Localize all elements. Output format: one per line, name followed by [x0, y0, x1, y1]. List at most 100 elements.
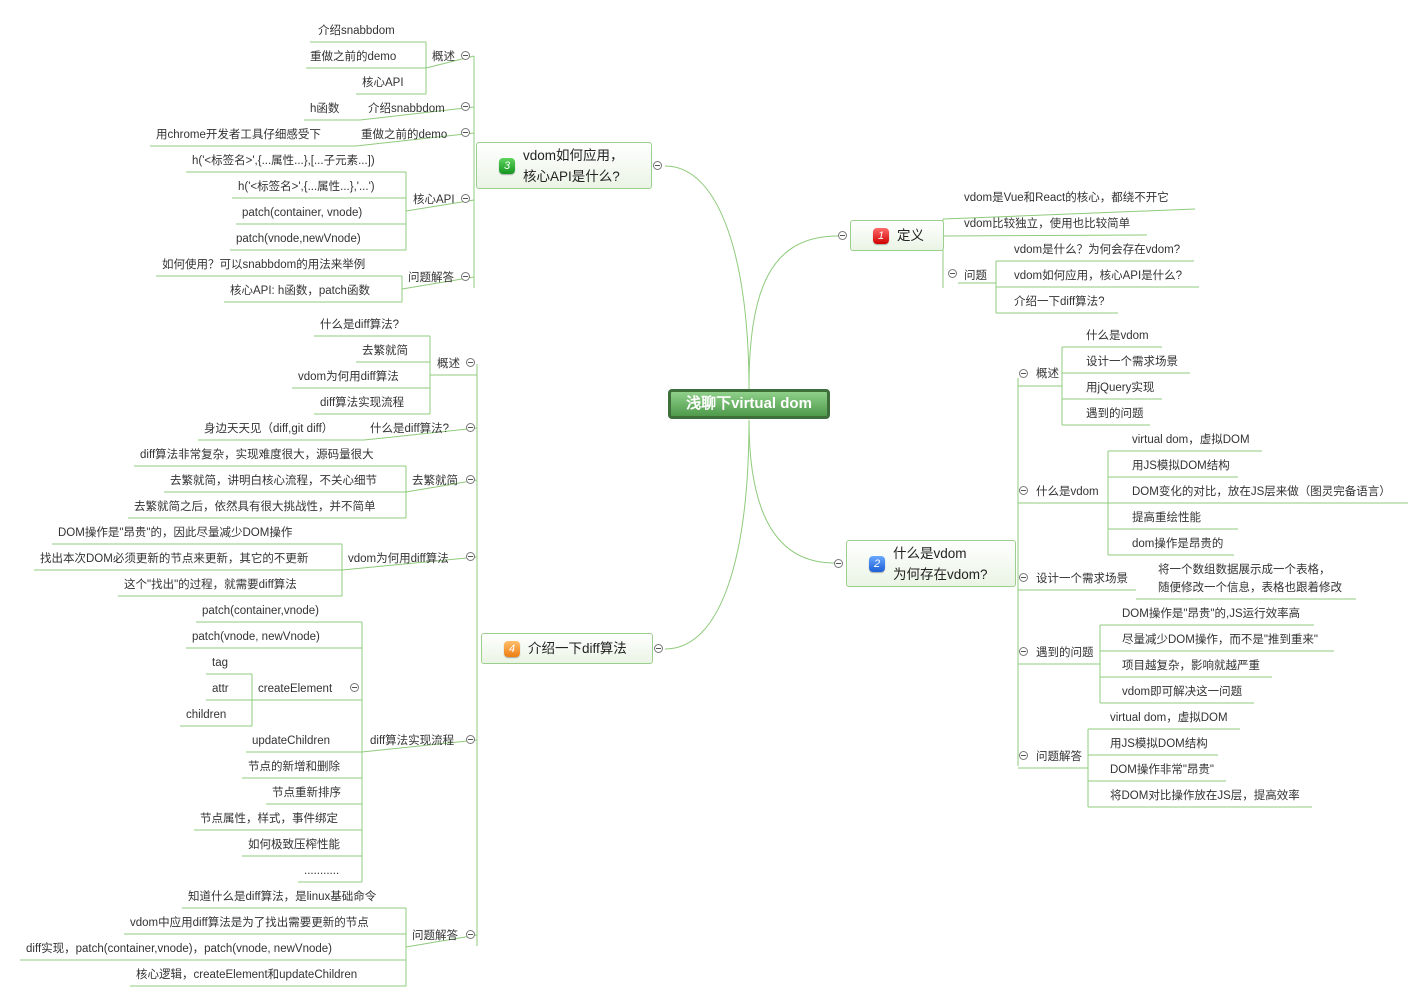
api-intro-child: h函数	[310, 103, 340, 115]
vdom-overview-item: 遇到的问题	[1086, 408, 1144, 420]
diff-flow-create-item: attr	[212, 683, 229, 695]
diff-overview-item: vdom为何用diff算法	[298, 371, 399, 383]
branch-diff[interactable]: 4 介绍一下diff算法	[481, 633, 653, 664]
diff-overview-label: 概述	[437, 358, 460, 370]
definition-item: vdom是Vue和React的核心，都绕不开它	[964, 192, 1169, 204]
diff-flow-item: ...........	[304, 865, 340, 877]
diff-qa-label: 问题解答	[412, 930, 458, 942]
diff-flow-item: 节点重新排序	[272, 787, 341, 799]
api-qa-item: 如何使用？可以snabbdom的用法来举例	[162, 259, 366, 271]
api-core-label: 核心API	[413, 194, 455, 206]
branch-what-is-vdom[interactable]: 2 什么是vdom 为何存在vdom?	[846, 540, 1016, 587]
priority-4-icon: 4	[504, 641, 520, 657]
diff-flow-item: updateChildren	[252, 735, 331, 747]
priority-1-icon: 1	[873, 228, 889, 244]
collapse-icon[interactable]	[461, 194, 470, 203]
api-intro-label: 介绍snabbdom	[368, 103, 445, 115]
vdom-what-item: 用JS模拟DOM结构	[1132, 460, 1230, 472]
api-core-item: patch(container, vnode)	[242, 207, 363, 219]
collapse-icon[interactable]	[466, 552, 475, 561]
api-overview-item: 核心API	[362, 77, 404, 89]
vdom-design-text-1: 将一个数组数据展示成一个表格，	[1158, 564, 1331, 576]
api-core-item: patch(vnode,newVnode)	[236, 233, 361, 245]
collapse-icon[interactable]	[466, 475, 475, 484]
vdom-qa-item: 用JS模拟DOM结构	[1110, 738, 1208, 750]
vdom-overview-label: 概述	[1036, 368, 1059, 380]
diff-flow-item: 节点属性，样式，事件绑定	[200, 813, 338, 825]
diff-why-item: 找出本次DOM必须更新的节点来更新，其它的不更新	[40, 553, 309, 565]
priority-2-icon: 2	[869, 556, 885, 572]
api-overview-item: 重做之前的demo	[310, 51, 397, 63]
collapse-icon[interactable]	[653, 161, 662, 170]
diff-qa-item: 知道什么是diff算法，是linux基础命令	[188, 891, 377, 903]
vdom-issue-item: DOM操作是"昂贵"的,JS运行效率高	[1122, 608, 1301, 620]
collapse-icon[interactable]	[461, 51, 470, 60]
branch-what-is-vdom-title-1: 什么是vdom	[893, 546, 967, 561]
api-overview-label: 概述	[432, 51, 455, 63]
api-core-item: h('<标签名>',{...属性...},[...子元素...])	[192, 155, 375, 167]
api-core-item: h('<标签名>',{...属性...},'...')	[238, 181, 375, 193]
diff-flow-create-item: children	[186, 709, 227, 721]
collapse-icon[interactable]	[461, 272, 470, 281]
diff-why-item: 这个"找出"的过程，就需要diff算法	[124, 579, 297, 591]
collapse-icon[interactable]	[466, 358, 475, 367]
diff-why-label: vdom为何用diff算法	[348, 553, 449, 565]
collapse-icon[interactable]	[350, 683, 359, 692]
branch-vdom-api-title-1: vdom如何应用，	[523, 148, 624, 163]
diff-what-label: 什么是diff算法?	[370, 423, 450, 435]
vdom-what-label: 什么是vdom	[1036, 486, 1099, 498]
diff-flow-create-label: createElement	[258, 683, 333, 695]
vdom-issue-label: 遇到的问题	[1036, 647, 1094, 659]
vdom-overview-item: 什么是vdom	[1086, 330, 1149, 342]
api-overview-item: 介绍snabbdom	[318, 25, 395, 37]
vdom-overview-item: 用jQuery实现	[1086, 382, 1155, 394]
collapse-icon[interactable]	[466, 930, 475, 939]
definition-problem-item: 介绍一下diff算法?	[1014, 296, 1105, 308]
collapse-icon[interactable]	[466, 423, 475, 432]
diff-flow-item: patch(vnode, newVnode)	[192, 631, 320, 643]
definition-problem-item: vdom如何应用，核心API是什么?	[1014, 270, 1183, 282]
diff-simplify-item: diff算法非常复杂，实现难度很大，源码量很大	[140, 449, 374, 461]
central-topic[interactable]: 浅聊下virtual dom	[668, 389, 830, 419]
vdom-what-item: 提高重绘性能	[1132, 512, 1201, 524]
branch-what-is-vdom-title-2: 为何存在vdom?	[893, 567, 988, 582]
vdom-issue-item: 项目越复杂，影响就越严重	[1122, 660, 1260, 672]
vdom-design-label: 设计一个需求场景	[1036, 573, 1128, 585]
branch-definition[interactable]: 1 定义	[850, 220, 944, 251]
diff-overview-item: 去繁就简	[362, 345, 408, 357]
collapse-icon[interactable]	[461, 102, 470, 111]
diff-simplify-label: 去繁就简	[412, 475, 458, 487]
diff-overview-item: 什么是diff算法?	[320, 319, 400, 331]
diff-why-item: DOM操作是"昂贵"的，因此尽量减少DOM操作	[58, 527, 293, 539]
branch-definition-title: 定义	[897, 228, 924, 243]
diff-qa-item: vdom中应用diff算法是为了找出需要更新的节点	[130, 917, 369, 929]
diff-qa-item: 核心逻辑，createElement和updateChildren	[136, 969, 358, 981]
collapse-icon[interactable]	[838, 231, 847, 240]
diff-what-child: 身边天天见（diff,git diff）	[204, 423, 334, 435]
definition-problem-label: 问题	[964, 270, 987, 282]
collapse-icon[interactable]	[466, 735, 475, 744]
vdom-what-item: dom操作是昂贵的	[1132, 538, 1224, 550]
branch-diff-title: 介绍一下diff算法	[528, 641, 627, 656]
diff-overview-item: diff算法实现流程	[320, 397, 405, 409]
collapse-icon[interactable]	[461, 128, 470, 137]
collapse-icon[interactable]	[1019, 751, 1028, 760]
api-qa-item: 核心API: h函数，patch函数	[230, 285, 370, 297]
branch-vdom-api-title-2: 核心API是什么?	[523, 169, 620, 184]
collapse-icon[interactable]	[654, 644, 663, 653]
collapse-icon[interactable]	[1019, 647, 1028, 656]
vdom-design-text-2: 随便修改一个信息，表格也跟着修改	[1158, 582, 1342, 594]
diff-flow-item: 如何极致压榨性能	[248, 839, 340, 851]
branch-vdom-api[interactable]: 3 vdom如何应用， 核心API是什么?	[476, 142, 652, 189]
collapse-icon[interactable]	[1019, 486, 1028, 495]
vdom-qa-label: 问题解答	[1036, 751, 1082, 763]
collapse-icon[interactable]	[1019, 369, 1028, 378]
vdom-issue-item: vdom即可解决这一问题	[1122, 686, 1243, 698]
api-redo-child: 用chrome开发者工具仔细感受下	[156, 129, 321, 141]
collapse-icon[interactable]	[834, 559, 843, 568]
vdom-what-item: virtual dom，虚拟DOM	[1132, 434, 1250, 446]
vdom-overview-item: 设计一个需求场景	[1086, 356, 1178, 368]
collapse-icon[interactable]	[948, 269, 957, 278]
collapse-icon[interactable]	[1019, 573, 1028, 582]
